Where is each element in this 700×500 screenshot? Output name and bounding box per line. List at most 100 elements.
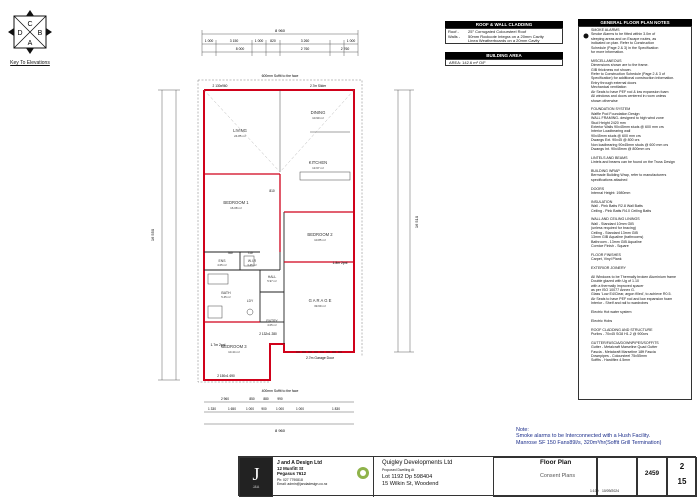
notes-line: BUILDING WRAP <box>591 169 620 173</box>
room-name-bath: BATH <box>221 291 231 295</box>
room-name-bedroom1: BEDROOM 1 <box>223 200 249 205</box>
dim-right-overall: 16 510 <box>414 215 419 228</box>
info-cell: 10/09/2024 <box>597 457 637 497</box>
room-name-hall: HALL <box>268 275 277 279</box>
notes-line: INSULATION <box>591 199 613 204</box>
notes-line: Purlins - 70x45 SG8 H1.2 @ 900crs <box>591 332 649 337</box>
door-label-bed2: 1.8m 2pnl <box>333 261 348 265</box>
notes-line: Dimensions shown are to the frame. <box>591 63 649 68</box>
elevation-key: C B A D Key To Elevations <box>6 8 54 66</box>
dim-top-5: 3 260 <box>301 39 310 43</box>
dim-top-row2-3: 2 760 <box>341 47 350 51</box>
notes-line: GUTTER/FASCIA/DOWNPIPES/SOFFITS <box>591 340 659 345</box>
notes-line: MISCELLANEOUS <box>591 58 622 63</box>
dim-bottom2-6: 1 000 <box>296 407 304 411</box>
dim-top-overall: 8 960 <box>275 28 286 33</box>
room-name-bedroom2: BEDROOM 2 <box>307 232 333 237</box>
room-area-entry: 4.05 m² <box>267 323 277 327</box>
notes-line: DOORS <box>591 186 605 191</box>
drawing-stage: Consent Plans <box>540 473 576 479</box>
door-label-710: 710 <box>247 251 253 255</box>
door-label-bed3: 1.7m 2pnl <box>211 343 226 347</box>
notes-line: GIB thickness not shown. <box>591 67 632 72</box>
room-name-laundry: LDY <box>247 299 254 303</box>
notes-line: Interior Loadbearing wall <box>591 129 631 134</box>
dim-bottom2-2: 1 650 <box>228 407 236 411</box>
window-label-entry: 2 132x1 280 <box>259 332 277 336</box>
roof-row-2-value: 50mm Rockcote Integra on a 20mm Cavity <box>468 33 544 39</box>
dim-top-4: 820 <box>270 39 276 43</box>
dim-top-1: 1 000 <box>205 39 214 43</box>
room-area-living: 24.85 m² <box>234 134 246 138</box>
notes-line: LINTELS AND BEAMS <box>591 155 628 160</box>
notes-line: Bermade Building Wrap, refer to manufact… <box>591 173 667 178</box>
roof-row-1-value: 25° Corrugated Coloursteel Roof <box>468 29 527 34</box>
room-area-garage: 39.69 m² <box>314 304 326 308</box>
job-number-cell: 2459 <box>637 457 667 497</box>
room-area-kitchen: 13.67 m² <box>312 166 324 170</box>
logo-cell: J J&A <box>239 457 273 497</box>
key-label: Key To Elevations <box>10 60 50 66</box>
notes-line: Refer to Construction Schedule (Page 2 &… <box>591 72 665 77</box>
notes-line: Carpet, Vinyl Plank <box>591 257 622 262</box>
notes-line: Gutter - Metalcraft Marseline Quad Gutte… <box>591 345 658 350</box>
notes-line: Ceiling - Standard 13mm GIB <box>591 230 638 235</box>
building-area-box: AREA: 142.6 m² O/F <box>445 59 563 66</box>
dim-bottom-3: 880 <box>263 397 269 401</box>
notes-line: Ceiling - Pink Batts R4.0 Ceiling Batts <box>591 208 652 213</box>
company-cell: J and A Design Ltd 12 Munfitt St Pegasus… <box>273 457 353 497</box>
notes-line: ROOF CLADDING AND STRUCTURE <box>591 327 653 332</box>
notes-title: GENERAL FLOOR PLAN NOTES <box>578 19 692 26</box>
key-letter-left: D <box>17 30 22 37</box>
dim-top-6: 1 000 <box>347 39 356 43</box>
top-dimensions <box>201 30 359 56</box>
notes-line: Air Seals to have PEF rod and low expans… <box>591 296 673 301</box>
notes-line: Electric Hot water system <box>591 310 632 314</box>
notes-line: Cornice Finish - Square <box>591 243 629 248</box>
room-name-bedroom3: BEDROOM 3 <box>221 344 247 349</box>
company-logo-sub: J&A <box>252 485 260 489</box>
notes-line: Electric Hobs <box>591 318 613 323</box>
dim-bottom2-1: 1 330 <box>208 407 216 411</box>
notes-line: Downpipes - Coloursteel 75x55mm <box>591 354 647 359</box>
floor-plan: 8 960 1 000 3 150 1 000 820 3 260 1 000 … <box>140 22 430 440</box>
notes-line: Entry through external doors <box>591 80 637 85</box>
key-letter-top: C <box>27 21 32 28</box>
room-name-ens: ENS <box>219 259 227 263</box>
notes-line: Dwangs Int. 90x45mm @ 800mm crs <box>591 146 651 151</box>
notes-line: Air Seals to have PEF rod & low expansio… <box>591 89 669 94</box>
notes-line: specifications attached <box>591 177 628 182</box>
bottom-note: Note: Smoke alarms to be Interconnected … <box>516 427 696 453</box>
company-email: Email: admin@jandadesign.co.nz <box>277 482 328 486</box>
dim-bottom2-5: 1 000 <box>276 407 284 411</box>
room-area-hall: 5.97 m² <box>267 279 277 283</box>
notes-line: Internal Height: 1980mm <box>591 191 631 196</box>
notes-line: Interior - Shelf and rail to wardrobes <box>591 301 649 306</box>
sheet-number: 2 <box>679 462 685 471</box>
sheet-cell: 2 15 <box>667 457 697 497</box>
notes-line: Smoke Alarms to be fitted within 3.0m of <box>591 32 656 37</box>
notes-line: 90x45mm studs @ 600 mm crs <box>591 133 641 138</box>
council-logo-icon <box>357 467 369 479</box>
floor-plan-drawing: 8 960 1 000 3 150 1 000 820 3 260 1 000 … <box>150 28 419 433</box>
side-dimensions <box>158 89 414 381</box>
notes-line: EXTERIOR JOINERY <box>591 265 626 270</box>
notes-line: as per ISO 10077 Annex G. <box>591 287 635 292</box>
room-area-bedroom1: 16.08 m² <box>230 206 242 210</box>
dim-bottom2-7: 1 830 <box>332 407 340 411</box>
dim-bottom-1: 2 960 <box>221 397 229 401</box>
bottom-note-line-2: Smoke alarms to be Interconnected with a… <box>516 433 651 440</box>
notes-line: Lintels and beams can be found on the Tr… <box>591 160 675 165</box>
room-area-dining: 10.90 m² <box>312 116 324 120</box>
project-cell: Quigley Developments Ltd Proposed Dwelli… <box>373 457 493 497</box>
notes-line: for more information. <box>591 50 625 55</box>
notes-line: Wall - Standard 10mm GIB <box>591 221 634 226</box>
bath-fixtures <box>207 255 255 319</box>
company-phone: Ph: 027 7790818 <box>277 478 303 482</box>
notes-line: indicated on plan. Refer to Construction <box>591 41 655 46</box>
notes-line: Waffle Pod Foundation Design <box>591 111 640 116</box>
bottom-note-line-3: Manrose SF 150 Fans89l/s, 320m³/hr(Soffi… <box>516 439 662 446</box>
room-area-wir: 3.45 m² <box>247 263 257 267</box>
